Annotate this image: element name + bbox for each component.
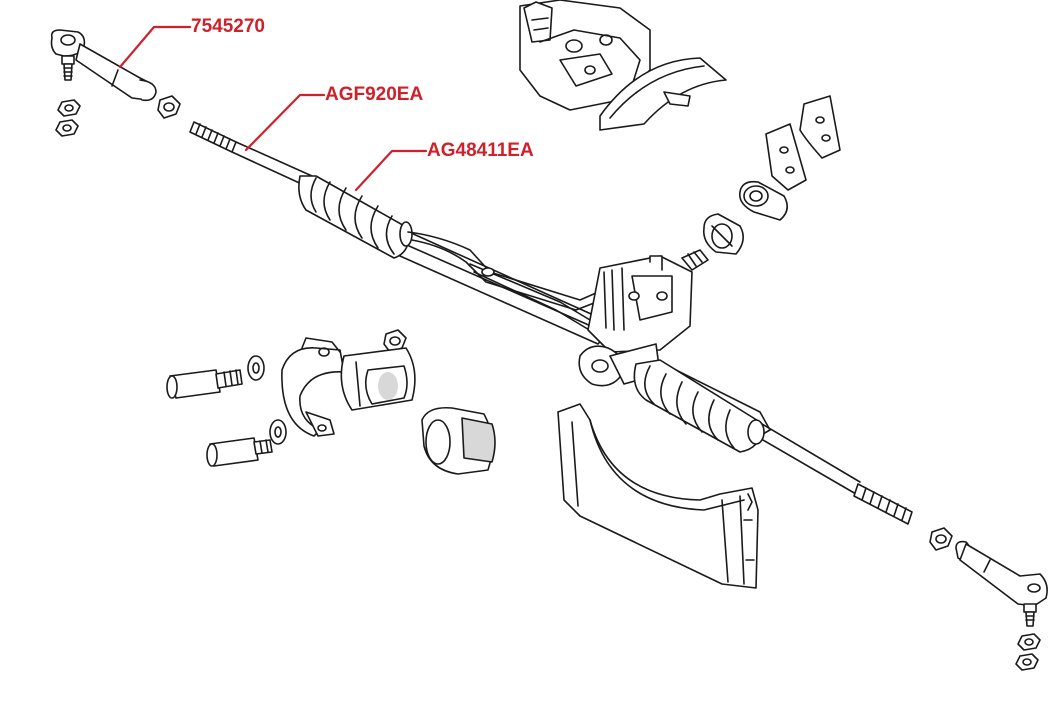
rack-clamp-bracket xyxy=(281,337,345,437)
left-bellows-boot xyxy=(298,175,413,259)
right-tie-rod-nut xyxy=(929,527,953,551)
left-tie-rod-end xyxy=(50,29,157,102)
heat-shield xyxy=(557,403,759,589)
callout-label-inner-tie-rod: AGF920EA xyxy=(325,84,424,105)
hydraulic-pipes xyxy=(407,231,641,335)
rubber-mounting-bush-upper xyxy=(340,347,416,411)
pump-shroud xyxy=(599,57,727,131)
clamp-bolt-upper xyxy=(166,369,243,399)
right-tie-rod-end xyxy=(955,540,1048,671)
left-tie-rod-nut xyxy=(55,99,81,137)
clamp-washer-upper xyxy=(247,355,265,381)
leader-line-7545270 xyxy=(118,25,192,69)
leader-line-AGF920EA xyxy=(244,93,326,152)
callout-label-rack-boot: AG48411EA xyxy=(427,140,534,161)
leader-line-AG48411EA xyxy=(354,149,428,192)
left-lock-nut xyxy=(157,95,181,119)
valve-housing xyxy=(578,249,709,387)
rubber-mounting-bush-lower xyxy=(421,406,496,475)
pinion-coupling xyxy=(702,213,744,255)
steering-pump xyxy=(519,0,651,111)
pinion-seal-bush xyxy=(738,180,788,221)
clamp-bolt-lower xyxy=(206,437,273,467)
right-bellows-boot xyxy=(633,359,765,453)
clamp-washer-lower xyxy=(269,419,287,445)
mounting-bracket-plates xyxy=(765,95,841,191)
callout-leaders xyxy=(118,25,428,192)
callout-label-tie-rod-end: 7545270 xyxy=(191,16,265,37)
